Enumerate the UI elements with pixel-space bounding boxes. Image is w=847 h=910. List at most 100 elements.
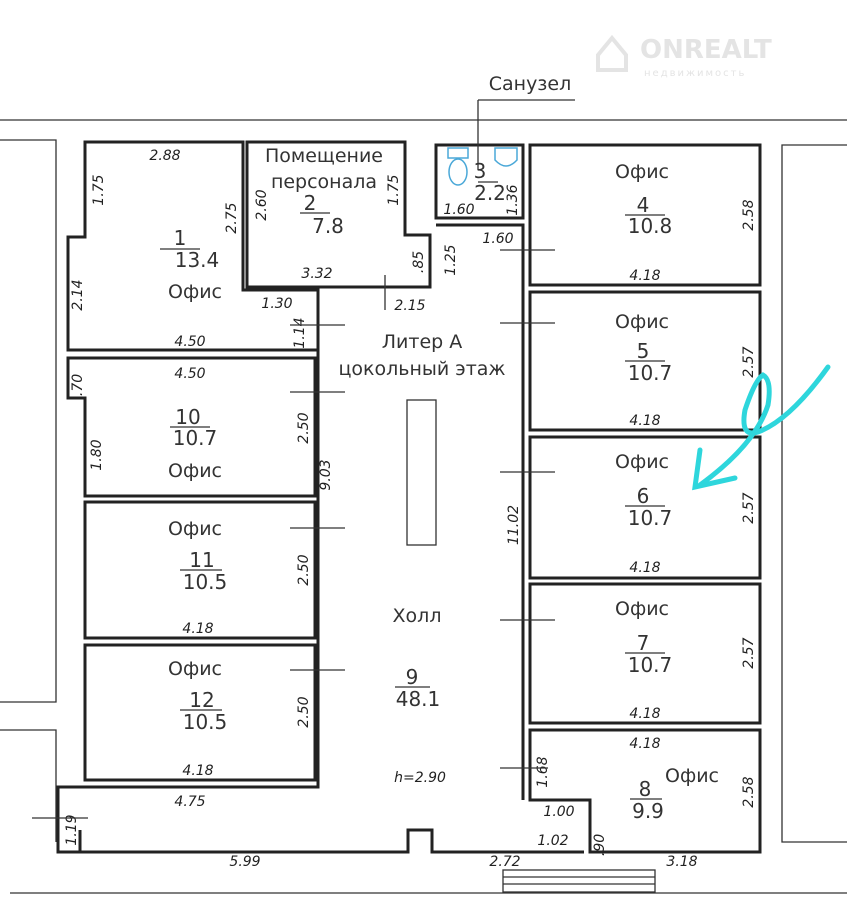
room-9-hall[interactable]: Литер А цокольный этаж Холл 9 48.1 h=2.9…	[32, 223, 584, 870]
neighbor-block-left-lower	[0, 729, 57, 842]
svg-text:7.8: 7.8	[312, 214, 344, 238]
svg-text:2.57: 2.57	[741, 492, 757, 523]
svg-text:5.99: 5.99	[229, 854, 260, 870]
svg-text:1.25: 1.25	[443, 244, 459, 275]
svg-text:Офис: Офис	[665, 765, 719, 787]
svg-text:2.50: 2.50	[296, 412, 312, 443]
svg-text:9: 9	[406, 665, 419, 689]
room-10[interactable]: 4.50 .70 1.80 2.50 10 10.7 Офис	[66, 356, 317, 498]
svg-text:4.18: 4.18	[629, 268, 660, 284]
svg-text:Офис: Офис	[615, 311, 669, 333]
svg-text:2.14: 2.14	[70, 279, 86, 310]
toilet-icon	[447, 147, 469, 186]
svg-text:Офис: Офис	[168, 281, 222, 303]
svg-text:Офис: Офис	[168, 658, 222, 680]
svg-text:4.18: 4.18	[629, 560, 660, 576]
svg-text:4.18: 4.18	[629, 413, 660, 429]
svg-text:персонала: персонала	[271, 171, 377, 193]
svg-text:2: 2	[304, 191, 317, 215]
watermark-logo: ONREALT недвижимость	[596, 34, 772, 79]
svg-text:10.7: 10.7	[628, 361, 673, 385]
entrance-steps	[502, 869, 656, 893]
neighbor-block-right	[781, 144, 847, 843]
column	[406, 399, 437, 546]
svg-text:недвижимость: недвижимость	[644, 68, 746, 79]
room-6[interactable]: Офис 6 10.7 4.18 2.57	[528, 435, 762, 580]
svg-text:.90: .90	[592, 834, 608, 856]
room-2[interactable]: Помещение персонала 2 7.8 2.60 1.75 3.32…	[245, 140, 432, 314]
svg-text:10.7: 10.7	[173, 426, 218, 450]
svg-text:3.32: 3.32	[301, 266, 332, 282]
svg-text:9.03: 9.03	[318, 459, 334, 490]
svg-text:1.60: 1.60	[443, 202, 474, 218]
svg-text:12: 12	[189, 688, 214, 712]
svg-text:Офис: Офис	[168, 518, 222, 540]
svg-text:4.18: 4.18	[182, 763, 213, 779]
room-12[interactable]: Офис 12 10.5 4.18 2.50	[83, 643, 317, 782]
svg-text:цокольный этаж: цокольный этаж	[338, 358, 505, 380]
svg-text:2.50: 2.50	[296, 554, 312, 585]
svg-text:10.5: 10.5	[183, 710, 228, 734]
room-3-bathroom[interactable]: 3 2.2 1.60 1.36 1.60 1.25 Санузел	[434, 73, 575, 276]
svg-text:2.72: 2.72	[489, 854, 520, 870]
svg-text:2.88: 2.88	[149, 148, 180, 164]
svg-text:4.18: 4.18	[629, 736, 660, 752]
svg-text:2.57: 2.57	[741, 346, 757, 377]
svg-text:9.9: 9.9	[632, 799, 664, 823]
svg-text:10.7: 10.7	[628, 653, 673, 677]
svg-text:1.80: 1.80	[89, 439, 105, 470]
svg-text:ONREALT: ONREALT	[640, 35, 772, 65]
svg-text:1.60: 1.60	[482, 231, 513, 247]
svg-text:1.00: 1.00	[543, 804, 574, 820]
svg-text:1.02: 1.02	[537, 833, 568, 849]
svg-text:1.68: 1.68	[535, 756, 551, 787]
highlight-arrow-annotation	[692, 364, 831, 491]
svg-text:10.8: 10.8	[628, 214, 673, 238]
svg-text:4.18: 4.18	[182, 621, 213, 637]
svg-text:4.18: 4.18	[629, 706, 660, 722]
svg-text:11: 11	[189, 548, 214, 572]
neighbor-block-left	[0, 139, 57, 703]
room-7[interactable]: Офис 7 10.7 4.18 2.57	[528, 582, 762, 725]
svg-text:1.30: 1.30	[261, 296, 292, 312]
svg-text:Офис: Офис	[615, 161, 669, 183]
svg-text:4: 4	[637, 193, 650, 217]
svg-text:Офис: Офис	[168, 460, 222, 482]
room-4[interactable]: Офис 4 10.8 4.18 2.58	[528, 143, 762, 287]
svg-text:7: 7	[637, 631, 650, 655]
svg-text:2.60: 2.60	[254, 189, 270, 220]
svg-text:2.2: 2.2	[474, 181, 506, 205]
svg-text:4.50: 4.50	[174, 334, 205, 350]
svg-text:.70: .70	[70, 374, 86, 396]
svg-text:Офис: Офис	[615, 451, 669, 473]
svg-text:1.19: 1.19	[64, 814, 80, 845]
svg-text:3: 3	[474, 159, 487, 183]
svg-text:2.15: 2.15	[394, 298, 425, 314]
svg-text:1: 1	[174, 226, 187, 250]
room-8[interactable]: 4.18 Офис 8 9.9 2.58 1.68 1.00 1.02 .90 …	[528, 728, 762, 870]
svg-text:10: 10	[175, 405, 200, 429]
svg-text:10.7: 10.7	[628, 506, 673, 530]
door-marks	[32, 249, 555, 819]
room-5[interactable]: Офис 5 10.7 4.18 2.57	[528, 290, 762, 432]
sink-icon	[494, 147, 518, 167]
svg-text:2.58: 2.58	[741, 776, 757, 807]
svg-text:5: 5	[637, 339, 650, 363]
svg-text:2.57: 2.57	[741, 637, 757, 668]
svg-text:3.18: 3.18	[666, 854, 697, 870]
svg-text:2.75: 2.75	[224, 202, 240, 233]
svg-text:1.36: 1.36	[505, 184, 521, 215]
svg-text:1.75: 1.75	[91, 174, 107, 205]
room-11[interactable]: Офис 11 10.5 4.18 2.50	[83, 500, 317, 640]
svg-text:13.4: 13.4	[175, 248, 220, 272]
svg-text:h=2.90: h=2.90	[394, 770, 446, 786]
svg-text:Офис: Офис	[615, 598, 669, 620]
svg-text:8: 8	[639, 777, 652, 801]
bathroom-callout: Санузел	[489, 73, 572, 95]
svg-text:48.1: 48.1	[396, 687, 441, 711]
svg-text:Помещение: Помещение	[265, 145, 383, 167]
svg-text:11.02: 11.02	[506, 505, 522, 545]
svg-text:1.14: 1.14	[292, 317, 308, 348]
svg-text:2.50: 2.50	[296, 696, 312, 727]
